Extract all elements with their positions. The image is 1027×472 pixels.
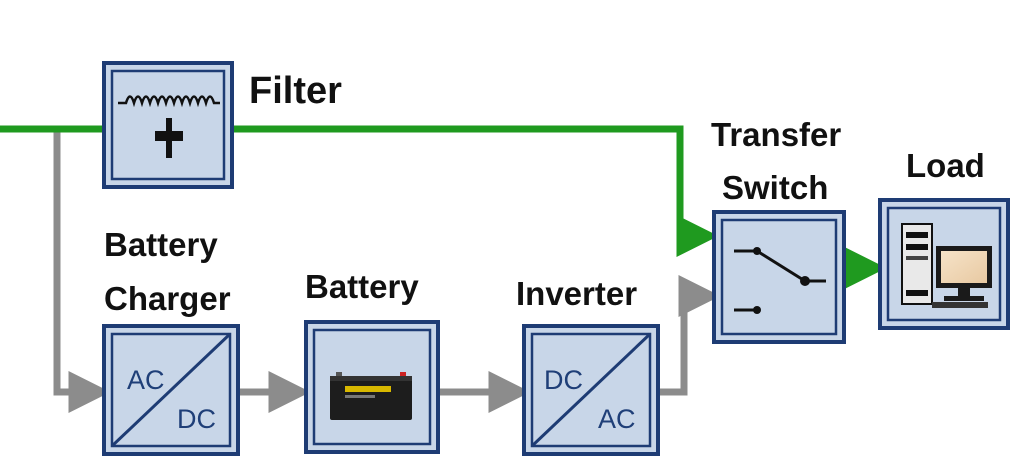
inverter-ac-text: AC	[598, 404, 636, 434]
charger-ac-text: AC	[127, 365, 165, 395]
battery-icon	[330, 372, 412, 420]
wire-filter-to-switch	[232, 125, 719, 257]
load-block	[878, 198, 1010, 330]
capacitor-icon	[155, 118, 183, 158]
switch-contact-icon	[734, 247, 826, 314]
inverter-block	[522, 324, 660, 456]
filter-label: Filter	[249, 70, 342, 112]
battery-block	[304, 320, 440, 454]
computer-icon	[901, 223, 992, 308]
charger-label-line2: Charger	[104, 280, 231, 317]
inverter-dc-text: DC	[544, 365, 583, 395]
wire-input-to-charger	[53, 129, 111, 413]
charger-dc-text: DC	[177, 404, 216, 434]
inductor-icon	[118, 95, 220, 108]
inverter-label: Inverter	[516, 275, 637, 312]
charger-block	[102, 324, 240, 456]
switch-label-line1: Transfer	[711, 116, 841, 153]
battery-label: Battery	[305, 268, 419, 305]
load-label: Load	[906, 147, 985, 184]
charger-label-line1: Battery	[104, 226, 218, 263]
filter-block	[102, 61, 234, 189]
switch-label-line2: Switch	[722, 169, 828, 206]
wire-inverter-to-switch	[660, 275, 721, 396]
transfer-switch-block	[712, 210, 846, 344]
